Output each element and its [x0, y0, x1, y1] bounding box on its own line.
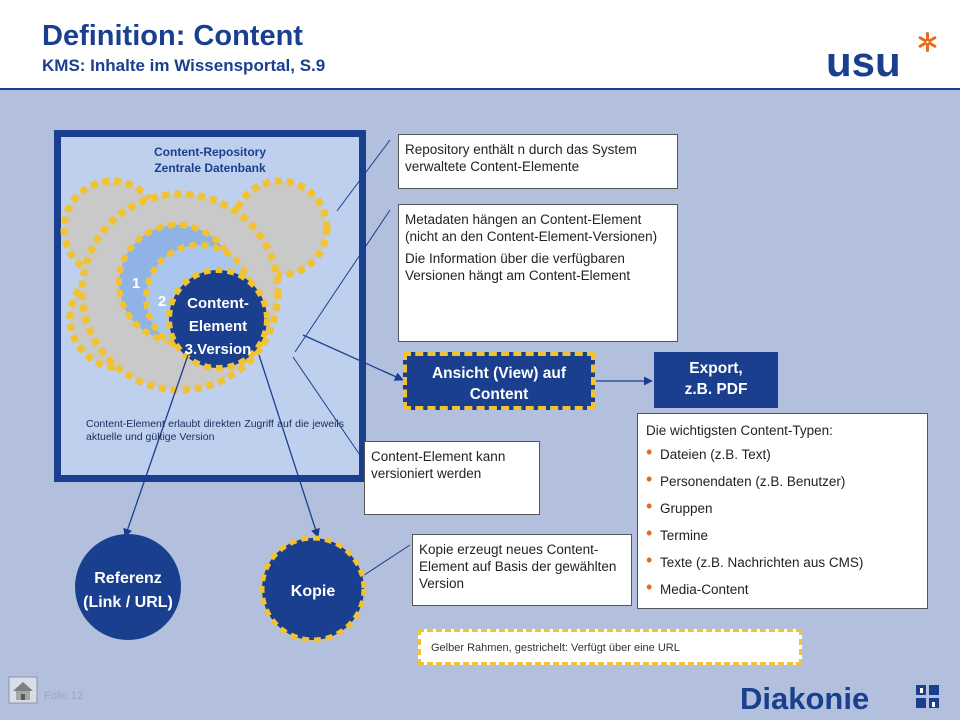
- content-types-heading: Die wichtigsten Content-Typen:: [646, 423, 833, 438]
- metadata-note-p1: Metadaten hängen an Content-Element (nic…: [405, 212, 658, 244]
- version-1-label: 1: [132, 275, 140, 292]
- legend-box: Gelber Rahmen, gestrichelt: Verfügt über…: [418, 629, 802, 665]
- page-title: Definition: Content: [42, 20, 303, 52]
- export-box-line2: z.B. PDF: [684, 381, 748, 398]
- reference-circle: [75, 534, 181, 640]
- versioned-note: Content-Element kann versioniert werden: [364, 441, 540, 515]
- content-types-box: Die wichtigsten Content-Typen: Dateien (…: [637, 413, 928, 609]
- arrow-to-reference: [123, 354, 189, 538]
- copy-note: Kopie erzeugt neues Content-Element auf …: [412, 534, 632, 606]
- page-subtitle: KMS: Inhalte im Wissensportal, S.9: [42, 56, 326, 75]
- version-2-label: 2: [158, 293, 166, 310]
- arrow-to-copy: [258, 354, 320, 538]
- svg-text:Diakonie: Diakonie: [740, 681, 869, 716]
- usu-logo: usu: [826, 32, 937, 80]
- home-icon[interactable]: [8, 676, 38, 704]
- repository-title: Content-Repository: [154, 145, 266, 159]
- list-item: Termine: [646, 524, 919, 545]
- repository-note: Repository enthält n durch das System ve…: [398, 134, 678, 189]
- list-item: Dateien (z.B. Text): [646, 443, 919, 464]
- list-item: Gruppen: [646, 497, 919, 518]
- access-note: Content-Element erlaubt direkten Zugriff…: [86, 418, 344, 443]
- callout-line-metadata: [294, 209, 391, 353]
- content-types-list: Dateien (z.B. Text) Personendaten (z.B. …: [646, 443, 919, 599]
- reference-label-line1: Referenz: [94, 570, 162, 587]
- view-box-line2: Content: [469, 386, 529, 403]
- header-divider: [0, 88, 960, 90]
- callout-line-repository: [336, 139, 391, 212]
- repository-subtitle: Zentrale Datenbank: [154, 161, 266, 175]
- svg-text:usu: usu: [826, 38, 901, 80]
- metadata-note-p2: Die Information über die verfügbaren Ver…: [405, 251, 631, 283]
- list-item: Texte (z.B. Nachrichten aus CMS): [646, 551, 919, 572]
- list-item: Personendaten (z.B. Benutzer): [646, 470, 919, 491]
- export-box-line1: Export,: [689, 360, 743, 377]
- element-label-line1: Content-: [187, 295, 249, 312]
- callout-line-versioned: [292, 356, 363, 459]
- arrow-to-view: [302, 334, 404, 381]
- export-box: Export, z.B. PDF: [654, 352, 778, 408]
- view-box-line1: Ansicht (View) auf: [431, 365, 567, 382]
- diakonie-logo: Diakonie: [740, 681, 939, 716]
- list-item: Media-Content: [646, 578, 919, 599]
- copy-circle: [259, 535, 367, 643]
- view-box: Ansicht (View) auf Content: [403, 352, 595, 410]
- slide-number: Folie 12: [44, 690, 84, 702]
- metadata-note: Metadaten hängen an Content-Element (nic…: [398, 204, 678, 342]
- element-label-line3: 3.Version: [185, 341, 252, 358]
- reference-label-line2: (Link / URL): [83, 594, 173, 611]
- version-3-circle: [166, 267, 270, 371]
- copy-label: Kopie: [291, 583, 336, 600]
- element-label-line2: Element: [189, 318, 247, 335]
